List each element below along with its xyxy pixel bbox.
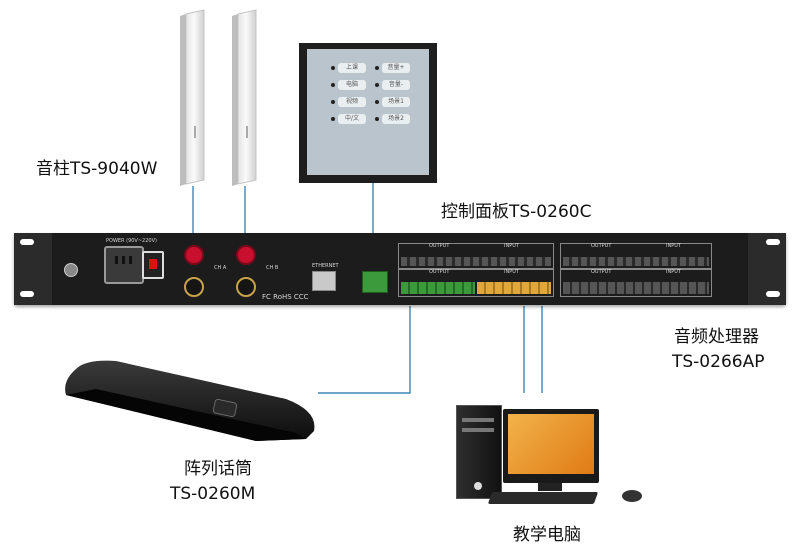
io-block-upper-left: OUTPUT INPUT xyxy=(398,243,554,269)
output-label: OUTPUT xyxy=(429,269,450,275)
indicator-dot xyxy=(331,83,335,87)
drive-bay xyxy=(462,428,494,432)
column-speaker-right xyxy=(232,9,257,186)
panel-button[interactable]: 音量+ xyxy=(375,63,413,73)
io-block-upper-right: OUTPUT INPUT xyxy=(560,243,712,269)
indicator-dot xyxy=(375,100,379,104)
socket-pin xyxy=(122,256,125,264)
output-label: OUTPUT xyxy=(591,243,612,249)
control-panel-button-grid: 上课 音量+ 电脑 音量- 视频 场景1 中/文 场景2 xyxy=(331,63,415,124)
speaker-terminal-a-black[interactable] xyxy=(184,277,204,297)
speaker-terminal-a-red[interactable] xyxy=(184,245,204,265)
ethernet-port[interactable] xyxy=(312,271,336,291)
io-block-lower-right: OUTPUT INPUT xyxy=(560,269,712,297)
input-terminal-strip[interactable] xyxy=(477,282,551,294)
indicator-dot xyxy=(331,100,335,104)
panel-button-label: 场景2 xyxy=(382,114,410,124)
panel-button-label: 音量- xyxy=(382,80,410,90)
input-label: INPUT xyxy=(504,243,519,249)
panel-button[interactable]: 场景2 xyxy=(375,114,413,124)
terminal-strip[interactable] xyxy=(401,257,551,266)
channel-a-label: CH A xyxy=(214,265,227,271)
computer-label: 教学电脑 xyxy=(513,525,581,545)
output-label: OUTPUT xyxy=(429,243,450,249)
input-label: INPUT xyxy=(504,269,519,275)
io-block-lower-left: OUTPUT INPUT xyxy=(398,269,554,297)
output-terminal-strip[interactable] xyxy=(401,282,475,294)
certification-marks: FC RoHS CCC xyxy=(262,293,309,301)
rack-hole xyxy=(766,239,780,245)
power-button-icon xyxy=(474,482,482,490)
drive-bay xyxy=(462,418,494,422)
output-label: OUTPUT xyxy=(591,269,612,275)
socket-pin xyxy=(129,256,132,264)
control-terminal-block[interactable] xyxy=(362,271,388,293)
indicator-dot xyxy=(375,83,379,87)
ground-screw-icon xyxy=(64,263,78,277)
indicator-dot xyxy=(375,66,379,70)
indicator-dot xyxy=(331,66,335,70)
rack-hole xyxy=(20,291,34,297)
socket-pin xyxy=(115,256,118,264)
speaker-terminal-b-red[interactable] xyxy=(236,245,256,265)
speaker-terminal-b-black[interactable] xyxy=(236,277,256,297)
terminal-strip[interactable] xyxy=(563,282,709,294)
power-socket[interactable] xyxy=(104,246,144,284)
panel-button[interactable]: 中/文 xyxy=(331,114,369,124)
control-panel-label: 控制面板TS-0260C xyxy=(441,202,592,222)
mic-label-name: 阵列话筒 xyxy=(184,459,252,479)
panel-button[interactable]: 视频 xyxy=(331,97,369,107)
panel-button-label: 上课 xyxy=(338,63,366,73)
input-label: INPUT xyxy=(666,243,681,249)
panel-button[interactable]: 上课 xyxy=(331,63,369,73)
panel-button-label: 场景1 xyxy=(382,97,410,107)
panel-button-label: 中/文 xyxy=(338,114,366,124)
rack-hole xyxy=(20,239,34,245)
mic-label-model: TS-0260M xyxy=(170,484,256,504)
computer-monitor xyxy=(503,409,599,483)
control-panel-face: 上课 音量+ 电脑 音量- 视频 场景1 中/文 场景2 xyxy=(307,49,429,175)
panel-button-label: 电脑 xyxy=(338,80,366,90)
monitor-screen xyxy=(508,414,594,474)
mic-wire xyxy=(318,306,411,394)
column-speaker-left xyxy=(180,9,205,186)
input-label: INPUT xyxy=(666,269,681,275)
keyboard xyxy=(487,492,599,504)
indicator-dot xyxy=(375,117,379,121)
audio-processor-chassis: POWER (90V~220V) CH A CH B FC RoHS CCC E… xyxy=(14,233,786,305)
panel-button[interactable]: 电脑 xyxy=(331,80,369,90)
power-switch[interactable] xyxy=(142,251,164,279)
computer-tower xyxy=(456,405,502,499)
channel-b-label: CH B xyxy=(266,265,279,271)
ethernet-label: ETHERNET xyxy=(312,263,339,269)
rack-hole xyxy=(766,291,780,297)
monitor-stand xyxy=(538,483,562,491)
panel-button[interactable]: 音量- xyxy=(375,80,413,90)
terminal-strip[interactable] xyxy=(563,257,709,266)
array-microphone xyxy=(65,360,315,441)
power-label: POWER (90V~220V) xyxy=(106,238,157,244)
switch-rocker xyxy=(149,259,157,269)
mouse xyxy=(622,490,642,502)
processor-label-model: TS-0266AP xyxy=(672,352,765,372)
panel-button-label: 音量+ xyxy=(382,63,410,73)
indicator-dot xyxy=(331,117,335,121)
panel-button-label: 视频 xyxy=(338,97,366,107)
speaker-label: 音柱TS-9040W xyxy=(36,159,158,179)
panel-button[interactable]: 场景1 xyxy=(375,97,413,107)
processor-label-name: 音频处理器 xyxy=(674,327,759,347)
control-panel-device: 上课 音量+ 电脑 音量- 视频 场景1 中/文 场景2 xyxy=(299,43,437,183)
